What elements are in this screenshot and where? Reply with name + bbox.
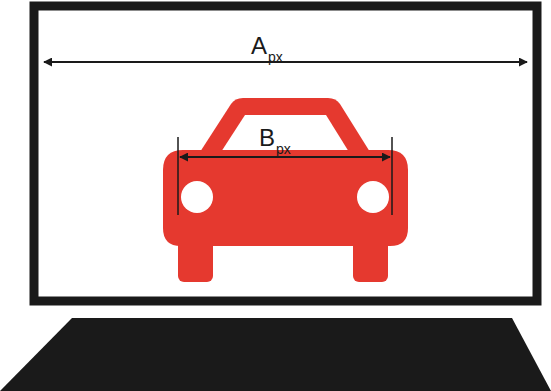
- dimension-letter: A: [251, 34, 267, 58]
- dimension-subscript: px: [268, 50, 283, 64]
- tick-line: [391, 137, 393, 215]
- dimension-letter: B: [259, 126, 275, 150]
- car-illustration: [163, 98, 408, 282]
- dimension-subscript: px: [276, 142, 291, 156]
- tick-line: [177, 137, 179, 215]
- monitor-stand: [0, 318, 551, 391]
- width-arrow: [180, 156, 390, 158]
- width-arrow: [44, 61, 527, 63]
- monitor-screen: [34, 6, 537, 301]
